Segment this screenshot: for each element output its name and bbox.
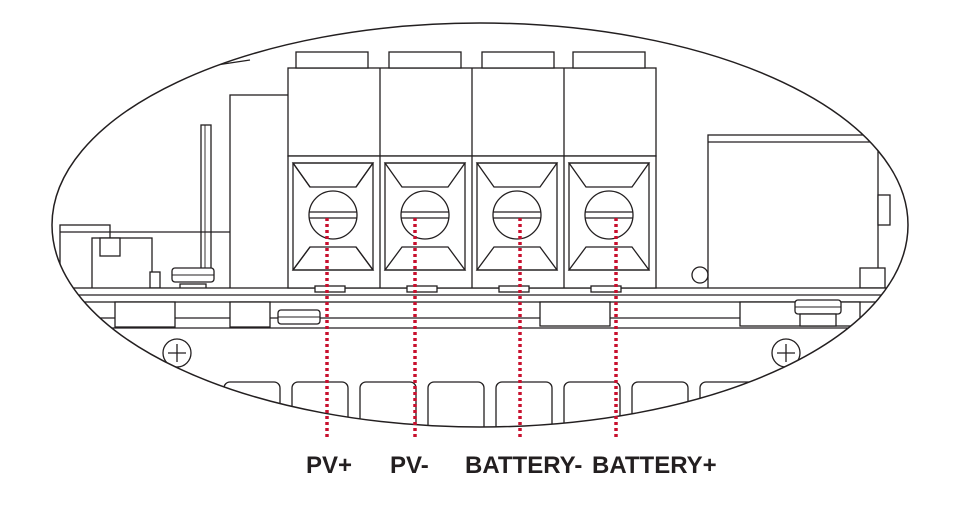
right-components — [648, 29, 891, 291]
label-pv-minus: PV- — [390, 452, 429, 479]
magnifier-oval — [51, 22, 909, 428]
label-battery-plus: BATTERY+ — [592, 452, 717, 479]
terminal-pv-plus — [291, 162, 375, 271]
leader-lines — [325, 218, 618, 440]
terminal-battery-plus — [567, 162, 651, 271]
left-components — [59, 59, 291, 296]
label-battery-minus: BATTERY- — [465, 452, 583, 479]
terminal-pv-minus — [383, 162, 467, 271]
label-pv-plus: PV+ — [306, 452, 353, 479]
terminal-battery-minus — [475, 162, 559, 271]
enclosure-interior — [52, 29, 908, 427]
